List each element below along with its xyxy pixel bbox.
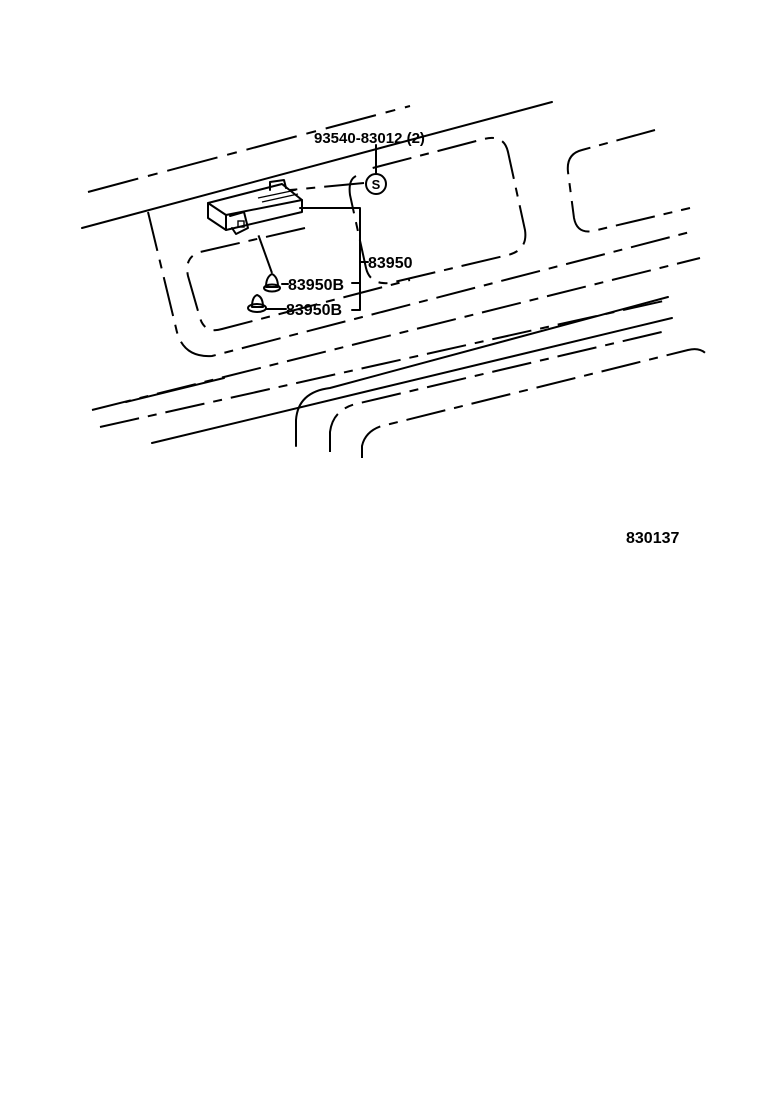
- upper-body-outline: [81, 101, 691, 233]
- bolt-symbol-letter: S: [372, 177, 381, 192]
- clip-lower: 83950B: [247, 294, 342, 319]
- body-panel-outline: [147, 211, 691, 358]
- lower-body-lines: [91, 257, 711, 458]
- assembly-part-number-label: 83950: [368, 255, 413, 272]
- bolt-callout: S 93540-83012 (2): [289, 130, 425, 195]
- sub-part-upper-label: 83950B: [288, 277, 344, 294]
- module-unit: [207, 179, 303, 235]
- assembly-leader: 83950: [299, 207, 413, 311]
- window-opening: [348, 136, 527, 285]
- figure-number: 830137: [626, 530, 679, 547]
- sub-part-lower-label: 83950B: [286, 302, 342, 319]
- bolt-part-number-label: 93540-83012 (2): [314, 130, 425, 147]
- clip-upper: 83950B: [257, 233, 344, 294]
- bolt-symbol-circle: [365, 173, 387, 195]
